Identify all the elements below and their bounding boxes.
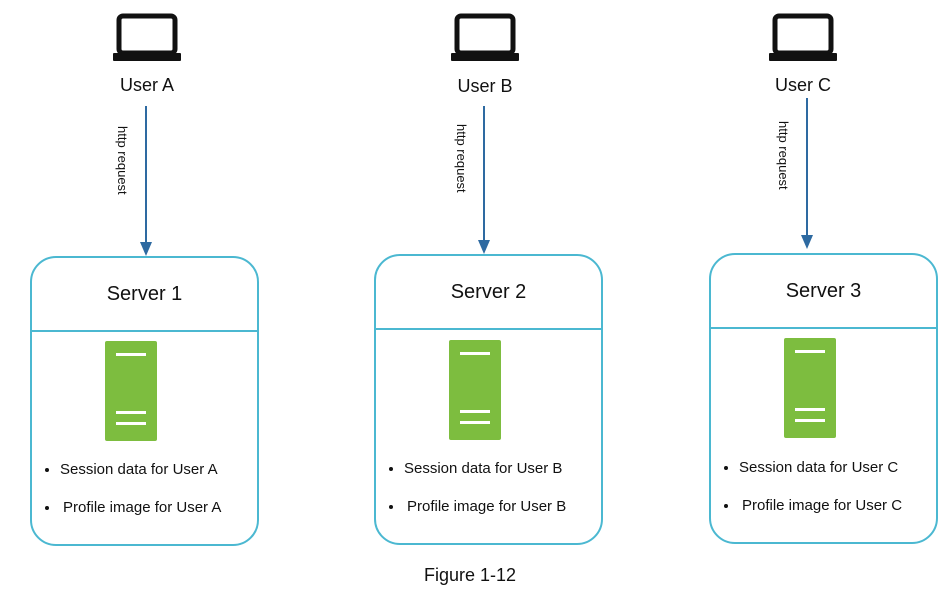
arrowhead-user-c — [801, 235, 813, 249]
user-a-request-label: http request — [115, 126, 130, 195]
arrowhead-user-b — [478, 240, 490, 254]
server-tower-icon — [105, 341, 157, 441]
user-b-label: User B — [457, 76, 513, 96]
user-a-label: User A — [119, 75, 175, 95]
server-3-title: Server 3 — [711, 255, 936, 329]
list-item: Session data for User C — [739, 459, 902, 477]
server-2-title: Server 2 — [376, 256, 601, 330]
server-3: Server 3 Session data for User C Profile… — [709, 253, 938, 544]
laptop-icon — [113, 13, 181, 61]
laptop-icon — [451, 13, 519, 61]
server-3-data-list: Session data for User C Profile image fo… — [719, 459, 902, 515]
server-2-data-list: Session data for User B Profile image fo… — [384, 460, 566, 516]
server-1: Server 1 Session data for User A Profile… — [30, 256, 259, 546]
list-item: Profile image for User A — [60, 499, 221, 517]
server-tower-icon — [784, 338, 836, 438]
laptop-icon — [769, 13, 837, 61]
server-2: Server 2 Session data for User B Profile… — [374, 254, 603, 545]
user-c-label: User C — [774, 75, 831, 95]
list-item: Session data for User B — [404, 460, 566, 478]
server-1-data-list: Session data for User A Profile image fo… — [40, 461, 221, 517]
list-item: Profile image for User B — [404, 498, 566, 516]
list-item: Profile image for User C — [739, 497, 902, 515]
server-tower-icon — [449, 340, 501, 440]
figure-caption: Figure 1-12 — [423, 565, 517, 585]
list-item: Session data for User A — [60, 461, 221, 479]
server-1-title: Server 1 — [32, 258, 257, 332]
user-b-request-label: http request — [454, 124, 469, 193]
user-c-request-label: http request — [776, 121, 791, 190]
arrowhead-user-a — [140, 242, 152, 256]
